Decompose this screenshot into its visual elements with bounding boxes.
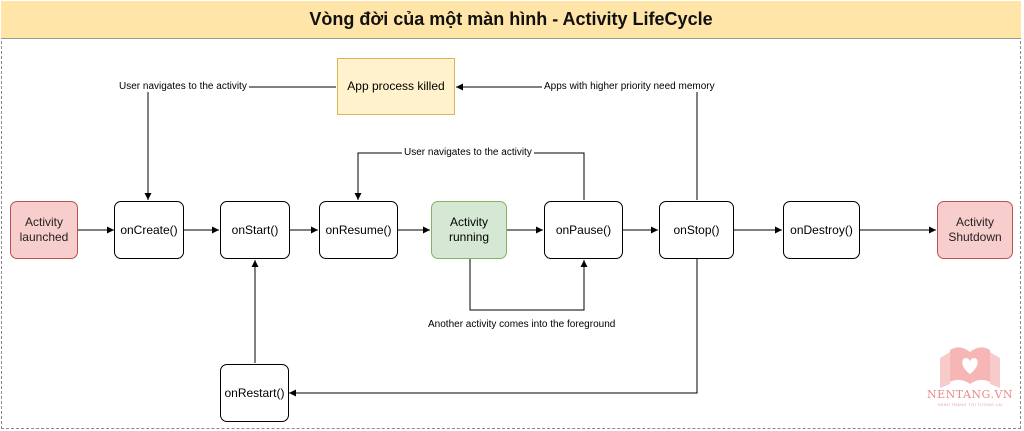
node-onstart: onStart() [220, 201, 290, 259]
node-onresume: onResume() [319, 201, 398, 259]
label-user-navigates-mid: User navigates to the activity [402, 147, 534, 158]
label-higher-priority-memory: Apps with higher priority need memory [542, 81, 717, 92]
edge-onstop-onrestart [289, 259, 698, 397]
node-onrestart: onRestart() [220, 364, 289, 422]
edge-onpause-onresume [354, 152, 585, 200]
book-heart-icon [940, 347, 1000, 388]
node-activity-launched: Activity launched [10, 201, 78, 259]
label-another-activity-foreground: Another activity comes into the foregrou… [426, 319, 618, 330]
logo-slogan: HÀNH TRANG TỚI TƯƠNG LAI [937, 402, 1003, 407]
node-onstop: onStop() [659, 201, 734, 259]
diagram-title: Vòng đời của một màn hình - Activity Lif… [309, 9, 713, 29]
node-app-process-killed: App process killed [337, 58, 455, 115]
label-user-navigates-top: User navigates to the activity [117, 81, 249, 92]
node-activity-shutdown: Activity Shutdown [937, 201, 1013, 259]
node-onpause: onPause() [544, 201, 623, 259]
node-ondestroy: onDestroy() [783, 201, 860, 259]
logo-brand-name: NENTANG.VN [926, 388, 1014, 401]
title-bar: Vòng đời của một màn hình - Activity Lif… [1, 1, 1021, 39]
nentang-logo: NENTANG.VN HÀNH TRANG TỚI TƯƠNG LAI [920, 340, 1020, 430]
edge-running-onpause-below [469, 259, 588, 311]
edge-killed-oncreate [144, 86, 336, 200]
edge-onstop-killed [456, 83, 698, 200]
node-activity-running: Activity running [431, 201, 507, 259]
node-oncreate: onCreate() [114, 201, 184, 259]
